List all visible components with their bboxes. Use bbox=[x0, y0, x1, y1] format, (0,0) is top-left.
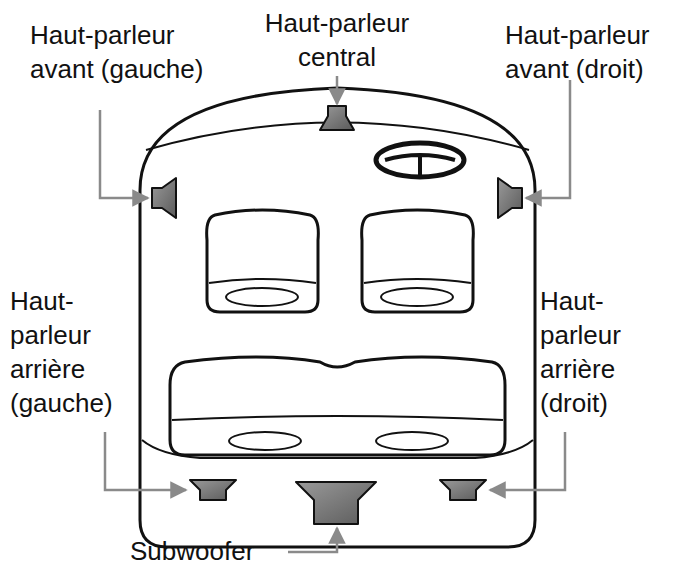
part-label: Haut-parleur avant (droit) bbox=[505, 18, 670, 86]
leader-line bbox=[336, 76, 339, 104]
subwoofer-speaker bbox=[296, 482, 376, 524]
part-label: Haut-parleur arrière (gauche) bbox=[10, 284, 128, 420]
car-body bbox=[140, 88, 535, 547]
speaker-front-right bbox=[498, 178, 522, 218]
part-label: Haut-parleur central bbox=[237, 6, 437, 74]
part-label: Haut-parleur avant (gauche) bbox=[30, 18, 230, 86]
steering-wheel bbox=[376, 143, 464, 177]
steering-spokes bbox=[385, 155, 455, 175]
seat-front-right-back bbox=[364, 279, 471, 283]
seat-cushion bbox=[229, 432, 301, 450]
leader-line bbox=[288, 528, 337, 552]
leader-line bbox=[490, 432, 565, 490]
seat-cushion bbox=[381, 288, 453, 306]
leader-line bbox=[105, 432, 186, 490]
speaker-rear-right bbox=[440, 480, 486, 500]
leader-line bbox=[526, 80, 570, 198]
speaker-front-left bbox=[152, 178, 176, 218]
leader-line bbox=[100, 110, 148, 198]
rear-bench bbox=[170, 357, 505, 455]
seat-front-right bbox=[362, 210, 474, 312]
speaker-rear-left bbox=[190, 480, 236, 500]
speaker-center bbox=[320, 106, 354, 130]
part-label: Subwoofer bbox=[130, 536, 310, 566]
seat-front-left-back bbox=[209, 279, 316, 283]
rear-bench-back bbox=[172, 416, 503, 420]
seat-cushion bbox=[376, 432, 448, 450]
seat-front-left bbox=[207, 210, 319, 312]
part-label: Haut-parleur arrière (droit) bbox=[540, 284, 668, 420]
seat-cushion bbox=[226, 288, 298, 306]
